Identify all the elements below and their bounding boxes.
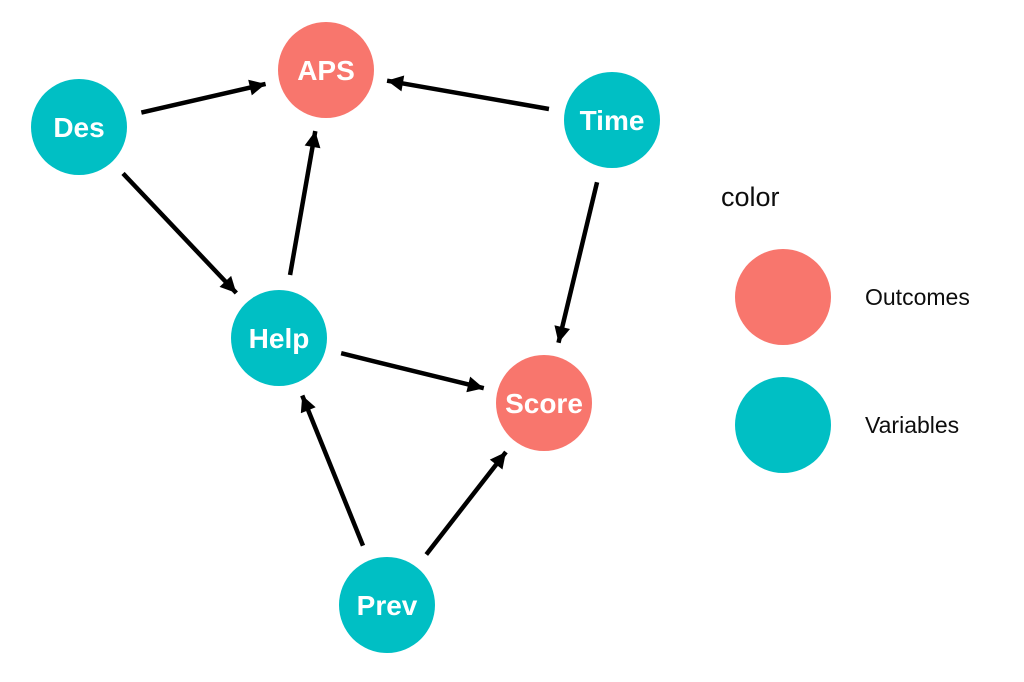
node-Time: Time	[564, 72, 660, 168]
node-circle-Des	[31, 79, 127, 175]
node-APS: APS	[278, 22, 374, 118]
edge-Des-to-APS	[140, 79, 267, 115]
edge-Time-to-Score	[554, 181, 600, 344]
node-circle-Prev	[339, 557, 435, 653]
node-label-Time: Time	[580, 105, 645, 136]
node-label-Score: Score	[505, 388, 583, 419]
node-Des: Des	[31, 79, 127, 175]
node-circle-Help	[231, 290, 327, 386]
edges-layer	[121, 75, 600, 556]
node-circle-Score	[496, 355, 592, 451]
edge-Des-to-Help	[121, 171, 238, 295]
edge-Time-to-APS	[386, 75, 550, 112]
node-Prev: Prev	[339, 557, 435, 653]
node-circle-Time	[564, 72, 660, 168]
edge-Help-to-Score	[340, 351, 485, 393]
node-label-Help: Help	[249, 323, 310, 354]
node-Help: Help	[231, 290, 327, 386]
edge-Prev-to-Score	[424, 450, 508, 556]
edge-Prev-to-Help	[300, 394, 366, 547]
node-label-APS: APS	[297, 55, 355, 86]
node-circle-APS	[278, 22, 374, 118]
node-label-Des: Des	[53, 112, 104, 143]
node-label-Prev: Prev	[357, 590, 418, 621]
edge-Help-to-APS	[287, 130, 321, 276]
node-Score: Score	[496, 355, 592, 451]
